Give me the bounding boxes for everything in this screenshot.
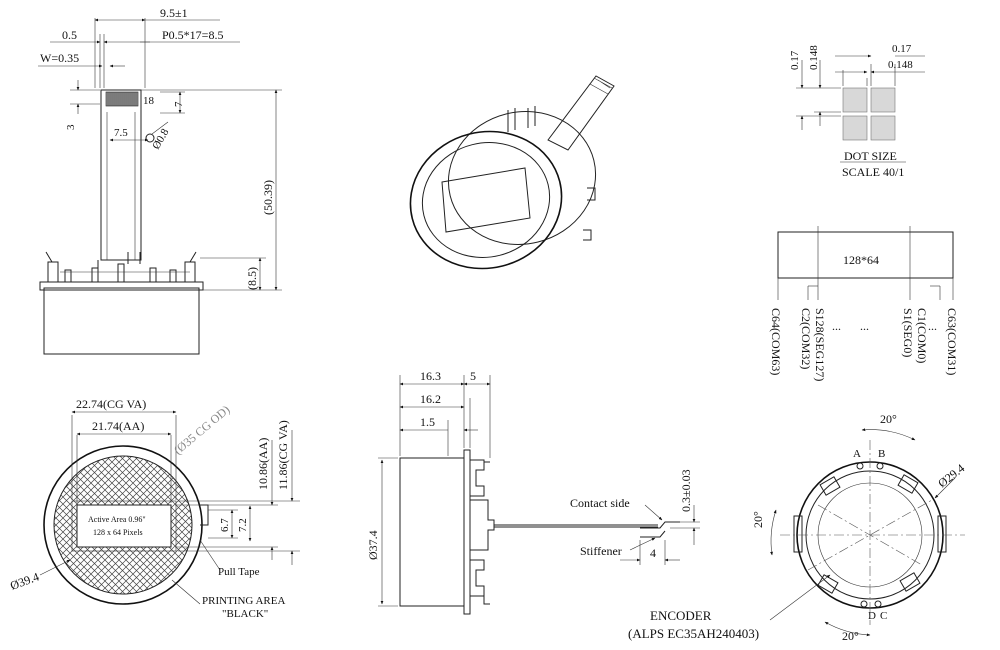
pixel-label-c1: C1(COM0) <box>915 308 929 363</box>
side-bezel <box>463 449 471 615</box>
iso-rear-rim <box>447 111 597 245</box>
dot-size-title: DOT SIZE <box>844 149 897 163</box>
dim-7: 7 <box>173 101 185 107</box>
pixel-label-c63: C63(COM31) <box>945 308 959 375</box>
side-view: 16.3 5 16.2 1.5 Ø37.4 Contact side Stiff… <box>366 369 700 615</box>
pixel-label-s1: S1(SEG0) <box>901 308 915 357</box>
dim-3: 3 <box>65 124 77 130</box>
dot-dim-v1: 0.17 <box>789 50 801 70</box>
iso-fpc <box>547 75 615 151</box>
dim-7-2: 7.2 <box>237 518 249 532</box>
front-active-area <box>76 504 172 548</box>
pixel-ellipsis: ... <box>860 319 869 333</box>
dot-2 <box>870 87 896 113</box>
dot-size-detail: 0.17 0.148 0.17 0.148 DOT SIZE SCALE 40/… <box>789 43 925 179</box>
dim-aa-h: 10.86(AA) <box>256 438 270 490</box>
pin-b: B <box>878 448 885 460</box>
dot-dim-v2: 0.148 <box>808 45 820 70</box>
dim-cg-va: 22.74(CG VA) <box>76 397 146 411</box>
side-body <box>399 457 465 607</box>
dim-pitch: P0.5*17=8.5 <box>162 28 223 42</box>
dim-hole: Ø0.8 <box>150 126 171 151</box>
dot-size-scale: SCALE 40/1 <box>842 165 904 179</box>
dim-7-5: 7.5 <box>114 127 128 139</box>
dim-16-2: 16.2 <box>420 392 441 406</box>
dim-aa: 21.74(AA) <box>92 419 144 433</box>
pixel-grid-box <box>777 231 954 279</box>
dot-dim-h2: 0.148 <box>888 59 913 71</box>
dot-1 <box>842 87 868 113</box>
dim-thickness: 0.3±0.03 <box>679 469 693 512</box>
dim-w: W=0.35 <box>40 51 79 65</box>
dim-6-7: 6.7 <box>219 518 231 532</box>
dim-height: (50.39) <box>261 180 275 215</box>
dim-width: 9.5±1 <box>160 6 188 20</box>
dim-side-dia: Ø37.4 <box>366 530 380 560</box>
module-side-body <box>39 251 204 355</box>
iso-glass <box>421 142 551 258</box>
dim-cg-va-h: 11.86(CG VA) <box>276 420 290 490</box>
printing-area-label: PRINTING AREA <box>202 595 285 607</box>
dim-1-5: 1.5 <box>420 415 435 429</box>
angle-left: 20° <box>751 511 765 528</box>
pixel-resolution: 128*64 <box>843 253 879 267</box>
encoder-label: ENCODER <box>650 608 712 623</box>
angle-bottom: 20° <box>842 629 859 643</box>
fpc-strip <box>100 89 142 261</box>
isometric-view <box>409 75 615 270</box>
dot-dim-h1: 0.17 <box>892 43 912 55</box>
pixel-label-c64: C64(COM63) <box>769 308 783 375</box>
dim-16-3: 16.3 <box>420 369 441 383</box>
svg-text:...: ... <box>832 319 841 333</box>
fpc-contacts <box>105 91 139 107</box>
stiffener-label: Stiffener <box>580 544 622 558</box>
dim-gap: 0.5 <box>62 28 77 42</box>
pin-count: 18 <box>143 95 155 107</box>
pixel-label-s128: S128(SEG127) <box>813 308 827 381</box>
active-area-label: Active Area 0.96" <box>88 515 146 524</box>
dim-rear-dia: Ø29.4 <box>935 461 967 490</box>
dim-base: (8.5) <box>245 267 259 290</box>
pixel-label-c2: C2(COM32) <box>799 308 813 369</box>
pull-tape-label: Pull Tape <box>218 566 260 578</box>
dim-4: 4 <box>650 546 656 560</box>
active-area-pixels: 128 x 64 Pixels <box>93 528 143 537</box>
pin-a: A <box>853 448 861 460</box>
pin-c: C <box>880 610 887 622</box>
iso-display-window <box>441 167 531 233</box>
dot-3 <box>842 115 868 141</box>
dot-4 <box>870 115 896 141</box>
pin-d: D <box>868 610 876 622</box>
rear-view: A B D C 20° 20° 20° Ø29.4 ENCODER (ALPS … <box>628 412 967 643</box>
top-view: 9.5±1 0.5 P0.5*17=8.5 W=0.35 18 7 3 7.5 … <box>38 6 282 355</box>
encoder-model: (ALPS EC35AH240403) <box>628 626 759 641</box>
svg-text:...: ... <box>928 319 937 333</box>
front-view: Active Area 0.96" 128 x 64 Pixels Pull T… <box>8 397 300 620</box>
fpc-hole <box>145 133 155 143</box>
contact-side-label: Contact side <box>570 496 630 510</box>
pixel-mapping: 128*64 C64(COM63) S128(SEG127) C2(COM32)… <box>769 226 959 381</box>
iso-front-bezel <box>409 130 563 270</box>
dim-cg-od: (Ø35 CG OD) <box>171 402 233 457</box>
angle-top: 20° <box>880 412 897 426</box>
dim-dia-outer: Ø39.4 <box>8 570 41 593</box>
dim-5: 5 <box>470 369 476 383</box>
printing-area-color: "BLACK" <box>222 608 268 620</box>
